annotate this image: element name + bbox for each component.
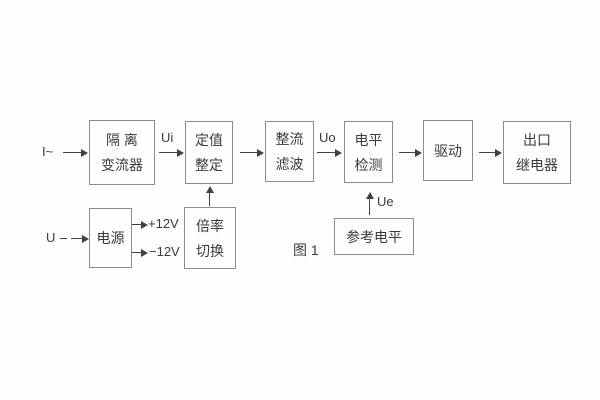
block-label: 检测 — [354, 156, 383, 173]
arrow-right-icon — [71, 234, 89, 243]
block-label: 定值 — [195, 132, 223, 148]
arrow-up-icon — [365, 192, 374, 215]
block-output-relay: 出口 继电器 — [503, 121, 571, 184]
block-label: 切换 — [196, 242, 224, 259]
figure-caption: 图 1 — [293, 242, 319, 258]
block-label: 继电器 — [516, 157, 558, 173]
block-label: 出口 — [523, 132, 551, 148]
block-label: 电源 — [96, 230, 125, 246]
block-label: 驱动 — [434, 142, 462, 159]
block-label: 隔 离 — [106, 132, 138, 148]
block-reference-level: 参考电平 — [334, 218, 414, 255]
block-label: 滤波 — [275, 156, 304, 172]
label-input-current: I~ — [42, 144, 54, 159]
label-ui: Ui — [161, 130, 174, 145]
label-minus-12v: −12V — [149, 244, 180, 259]
arrow-right-icon — [132, 220, 148, 229]
dash-segment — [60, 238, 67, 239]
arrow-up-icon — [205, 186, 214, 206]
block-label: 倍率 — [196, 217, 224, 234]
label-input-voltage: U — [46, 230, 56, 245]
block-rectify-filter: 整流 滤波 — [265, 121, 314, 182]
block-level-detection: 电平 检测 — [344, 121, 393, 183]
arrow-right-icon — [240, 148, 264, 157]
block-power-supply: 电源 — [89, 208, 132, 268]
arrow-right-icon — [132, 248, 148, 257]
block-label: 电平 — [354, 131, 383, 148]
block-setting-adjustment: 定值 整定 — [185, 121, 233, 184]
arrow-right-icon — [399, 148, 422, 157]
label-plus-12v: +12V — [148, 216, 179, 231]
block-drive: 驱动 — [423, 120, 473, 181]
label-uo: Uo — [319, 130, 336, 145]
label-ue: Ue — [377, 194, 394, 209]
arrow-right-icon — [317, 148, 342, 157]
block-label: 整流 — [275, 131, 304, 147]
block-multiplier-switch: 倍率 切换 — [184, 207, 236, 269]
arrow-right-icon — [479, 148, 502, 157]
block-label: 变流器 — [101, 157, 143, 173]
arrow-right-icon — [159, 148, 184, 157]
arrow-right-icon — [63, 148, 88, 157]
block-isolation-transformer: 隔 离 变流器 — [89, 120, 155, 185]
block-label: 整定 — [195, 157, 223, 173]
block-label: 参考电平 — [346, 228, 402, 245]
